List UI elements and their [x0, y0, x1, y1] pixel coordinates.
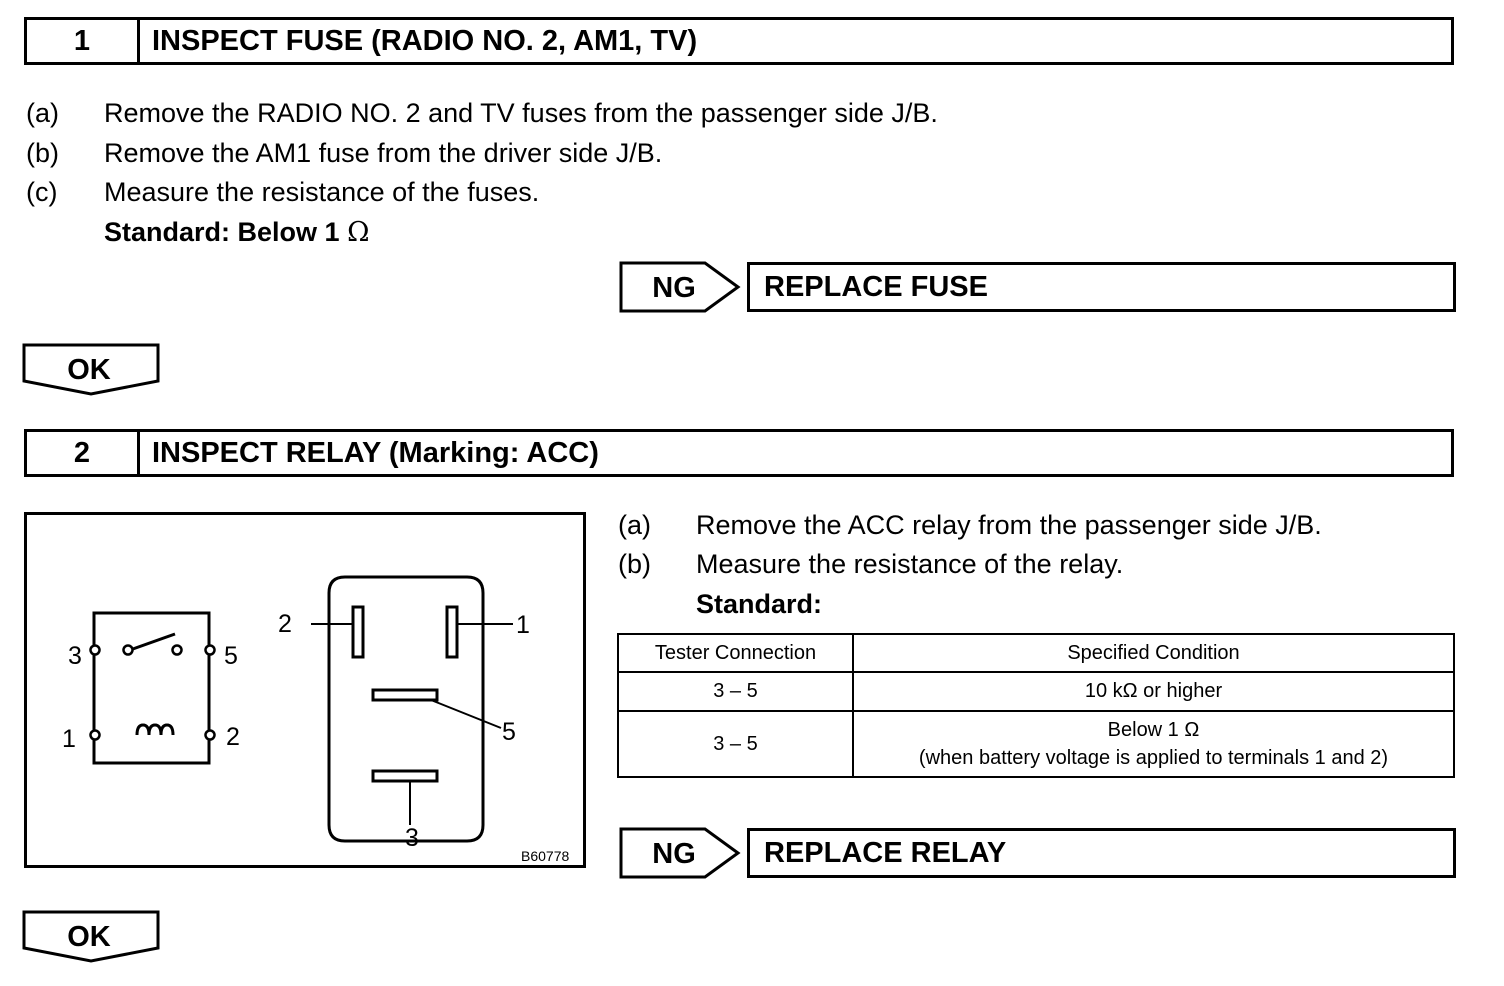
step-1-header: 1 INSPECT FUSE (RADIO NO. 2, AM1, TV) [24, 17, 1454, 65]
step-1-standard: Standard: Below 1 Ω [104, 217, 369, 248]
instruction-letter: (a) [618, 510, 651, 540]
step-2-header: 2 INSPECT RELAY (Marking: ACC) [24, 429, 1454, 477]
resistance-spec-table: Tester Connection Specified Condition 3 … [617, 633, 1455, 778]
header-specified-condition: Specified Condition [852, 633, 1455, 673]
cell-connection: 3 – 5 [617, 671, 854, 712]
instruction-letter: (b) [26, 138, 59, 168]
relay-schematic [92, 611, 211, 765]
ok-label: OK [67, 354, 111, 386]
schematic-terminal-2: 2 [226, 723, 240, 751]
ng-label: NG [652, 272, 696, 304]
step-2-ok-arrow: OK [22, 910, 160, 963]
ng-label: NG [652, 838, 696, 870]
step-2-ng-arrow: NG [619, 827, 741, 879]
ng-action-text: REPLACE RELAY [764, 836, 1007, 869]
instruction-letter: (c) [26, 177, 58, 207]
relay-diagram: 3 5 1 2 2 1 5 3 B60778 [62, 575, 569, 864]
instruction-text: Measure the resistance of the relay. [696, 549, 1124, 579]
step-1-replace-fuse-box: REPLACE FUSE [747, 262, 1456, 312]
terminal-dot [204, 729, 216, 741]
instruction-text: Measure the resistance of the fuses. [104, 177, 540, 207]
table-row: 3 – 5 10 kΩ or higher [617, 671, 1455, 712]
standard-label: Standard: Below 1 [104, 217, 340, 247]
terminal-dot [89, 729, 101, 741]
terminal-dot [204, 644, 216, 656]
header-tester-connection: Tester Connection [617, 633, 854, 673]
instruction-letter: (b) [618, 549, 651, 579]
step-2-title: INSPECT RELAY (Marking: ACC) [152, 436, 599, 469]
condition-value: Below 1 Ω [1107, 719, 1200, 741]
instruction-letter: (a) [26, 98, 59, 128]
cell-condition: 10 kΩ or higher [852, 671, 1455, 712]
terminal-dot [122, 644, 134, 656]
step-2-replace-relay-box: REPLACE RELAY [747, 828, 1456, 878]
instruction-text: Remove the ACC relay from the passenger … [696, 510, 1322, 540]
relay-figure: 3 5 1 2 2 1 5 3 B60778 [24, 512, 586, 868]
figure-code: B60778 [521, 848, 569, 864]
table-header-row: Tester Connection Specified Condition [617, 633, 1455, 673]
step-1-title: INSPECT FUSE (RADIO NO. 2, AM1, TV) [152, 24, 698, 57]
relay-connector [327, 575, 485, 843]
ok-label: OK [67, 921, 111, 953]
relay-terminal-3: 3 [405, 824, 419, 852]
cell-connection: 3 – 5 [617, 710, 854, 778]
relay-terminal-5: 5 [502, 718, 516, 746]
cell-condition: Below 1 Ω (when battery voltage is appli… [852, 710, 1455, 778]
table-row: 3 – 5 Below 1 Ω (when battery voltage is… [617, 710, 1455, 778]
schematic-terminal-3: 3 [68, 642, 82, 670]
step-1-ng-arrow: NG [619, 261, 741, 313]
step-2-number: 2 [27, 432, 140, 474]
step-1-number: 1 [27, 20, 140, 62]
terminal-dot [89, 644, 101, 656]
step-2-standard: Standard: [696, 589, 823, 619]
relay-terminal-2: 2 [278, 610, 292, 638]
condition-note: (when battery voltage is applied to term… [918, 747, 1389, 769]
schematic-terminal-5: 5 [224, 642, 238, 670]
ohm-unit: Ω [347, 217, 370, 248]
step-1-ok-arrow: OK [22, 343, 160, 396]
instruction-text: Remove the RADIO NO. 2 and TV fuses from… [104, 98, 938, 128]
relay-terminal-1: 1 [516, 611, 530, 639]
ng-action-text: REPLACE FUSE [764, 270, 988, 303]
schematic-terminal-1: 1 [62, 725, 76, 753]
terminal-dot [171, 644, 183, 656]
instruction-text: Remove the AM1 fuse from the driver side… [104, 138, 663, 168]
